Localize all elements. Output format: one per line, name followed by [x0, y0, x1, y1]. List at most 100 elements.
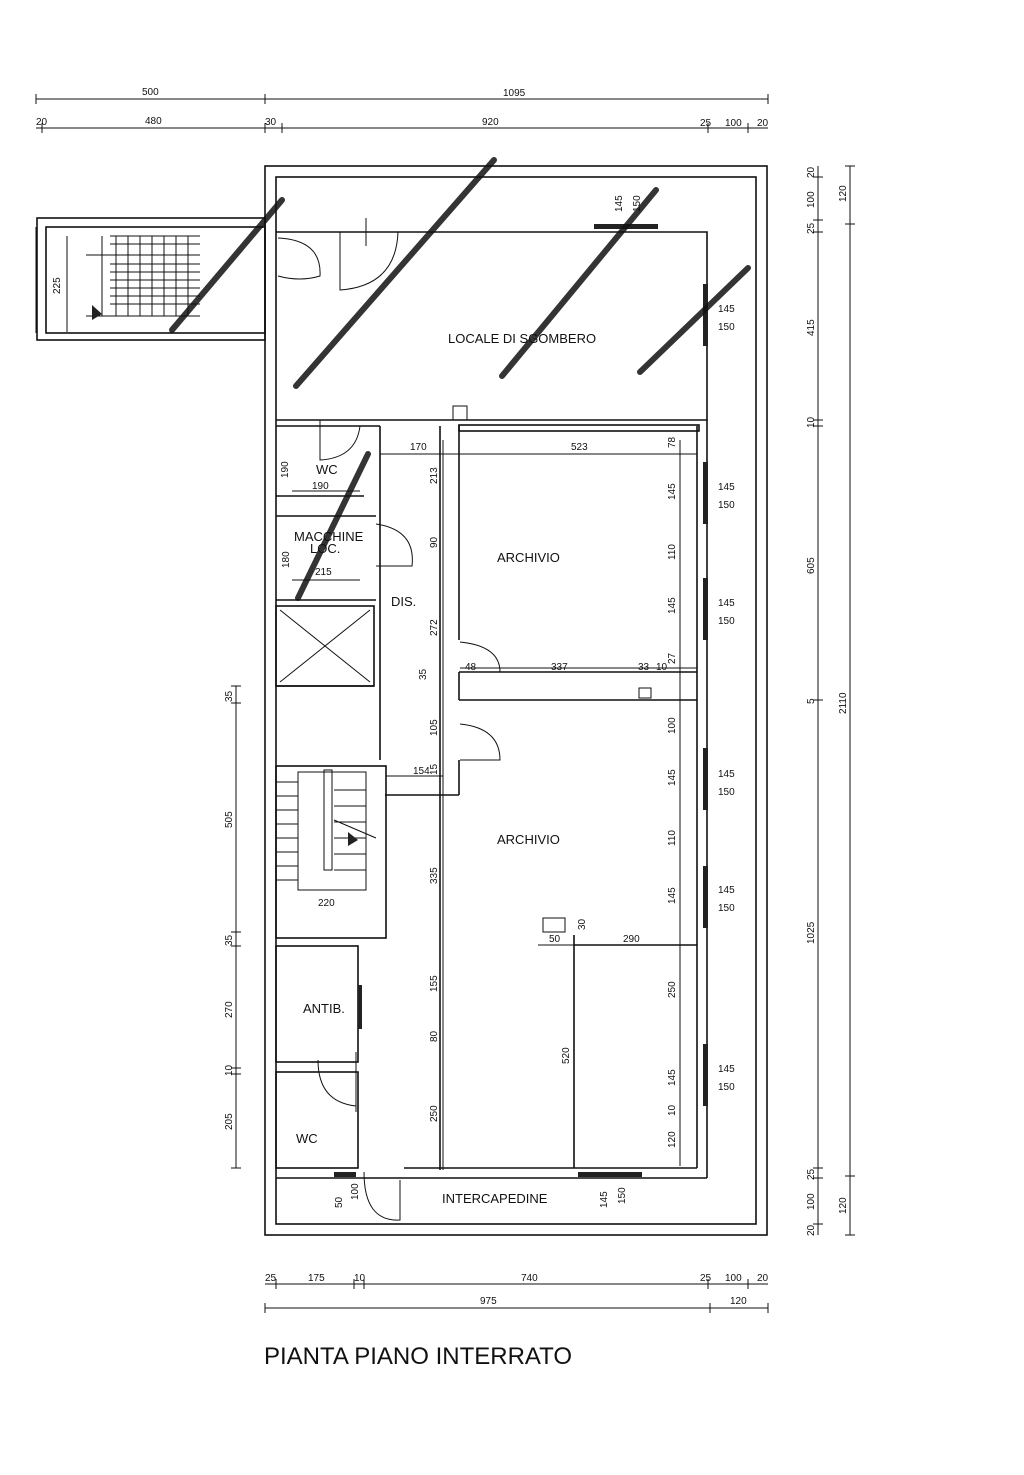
window-2-b: 150	[718, 500, 735, 511]
room-labels: LOCALE DI SGOMBERO WC MACCHINE LOC. DIS.…	[294, 331, 596, 1206]
dim-left-225: 225	[52, 277, 63, 294]
dim-105: 105	[429, 719, 440, 736]
dim-b-100: 100	[350, 1183, 361, 1200]
dim-top-25: 25	[700, 118, 712, 129]
dim-right-100b: 100	[806, 1193, 817, 1210]
dim-top-480: 480	[145, 116, 162, 127]
dim-right-120b: 120	[838, 1197, 849, 1214]
room-archivio-top: ARCHIVIO	[497, 550, 560, 565]
window-6-a: 145	[718, 1064, 735, 1075]
dim-bottom-975: 975	[480, 1296, 497, 1307]
room-intercapedine: INTERCAPEDINE	[442, 1191, 548, 1206]
dim-macch-h: 180	[281, 551, 292, 568]
window-4-b: 150	[718, 787, 735, 798]
dim-10: 10	[656, 662, 668, 673]
dim-v-100: 100	[667, 717, 678, 734]
dim-wc-top-w: 190	[312, 481, 329, 492]
dim-v-145b: 145	[667, 597, 678, 614]
dim-520: 520	[561, 1047, 572, 1064]
dim-35: 35	[418, 668, 429, 680]
plan-title: PIANTA PIANO INTERRATO	[264, 1343, 572, 1370]
top-dimensions: 500 1095 20 480 30 920 25 100 20	[35, 87, 769, 133]
dim-bottom-175: 175	[308, 1273, 325, 1284]
room-locale-sgombero: LOCALE DI SGOMBERO	[448, 331, 596, 346]
dim-bottom-10: 10	[354, 1273, 366, 1284]
dim-left-505: 505	[224, 811, 235, 828]
dim-170: 170	[410, 442, 427, 453]
dim-v-145c: 145	[667, 769, 678, 786]
dim-v-110a: 110	[667, 544, 678, 560]
dim-220: 220	[318, 898, 335, 909]
dim-v-10: 10	[667, 1104, 678, 1116]
dim-v-145d: 145	[667, 887, 678, 904]
dim-left-35b: 35	[224, 934, 235, 946]
window-3-b: 150	[718, 616, 735, 627]
dim-top-500: 500	[142, 87, 159, 98]
window-2-a: 145	[718, 482, 735, 493]
left-dimensions: 225 35 505 35 270 10 205	[35, 227, 241, 1169]
dim-33: 33	[638, 662, 650, 673]
dim-bottom-120: 120	[730, 1296, 747, 1307]
dim-154: 154	[413, 766, 430, 777]
window-3-a: 145	[718, 598, 735, 609]
dim-bottom-25b: 25	[700, 1273, 712, 1284]
scribble-marks	[169, 157, 751, 601]
dim-top-20a: 20	[36, 117, 48, 128]
dim-left-10: 10	[224, 1064, 235, 1076]
staircase-top	[66, 235, 200, 332]
dim-right-415: 415	[806, 319, 817, 336]
dim-523: 523	[571, 442, 588, 453]
dim-left-205: 205	[224, 1113, 235, 1130]
dim-v-145e: 145	[667, 1069, 678, 1086]
dim-b-50: 50	[334, 1196, 345, 1208]
dim-213: 213	[429, 467, 440, 484]
dim-right-20b: 20	[806, 1224, 817, 1236]
dim-250-left: 250	[429, 1105, 440, 1122]
dim-right-25b: 25	[806, 1168, 817, 1180]
dim-v-110b: 110	[667, 830, 678, 846]
interior-dimension-lines	[292, 440, 697, 1170]
doors	[277, 218, 501, 1221]
dim-top-100: 100	[725, 118, 742, 129]
window-5-b: 150	[718, 903, 735, 914]
dim-30: 30	[577, 918, 588, 930]
room-wc-top: WC	[316, 462, 338, 477]
dim-top-920: 920	[482, 117, 499, 128]
dim-right-20a: 20	[806, 166, 817, 178]
dim-right-5: 5	[806, 698, 817, 704]
dim-t-150: 150	[632, 195, 643, 212]
interior-dimensions: 190 190 180 215 170 523 78 213 90 272 35…	[280, 195, 678, 1208]
window-5-a: 145	[718, 885, 735, 896]
dim-b-145: 145	[599, 1191, 610, 1208]
dim-right-605: 605	[806, 557, 817, 574]
dim-bottom-740: 740	[521, 1273, 538, 1284]
dim-80: 80	[429, 1030, 440, 1042]
window-4-a: 145	[718, 769, 735, 780]
dim-337: 337	[551, 662, 568, 673]
dim-bottom-100: 100	[725, 1273, 742, 1284]
dim-v-120: 120	[667, 1131, 678, 1148]
window-1-b: 150	[718, 322, 735, 333]
staircase-bottom	[276, 769, 377, 881]
dim-wc-top-h: 190	[280, 461, 291, 478]
dim-27: 27	[667, 652, 678, 664]
dim-bottom-25a: 25	[265, 1273, 277, 1284]
dim-48: 48	[465, 662, 477, 673]
dim-right-10: 10	[806, 416, 817, 428]
dim-155: 155	[429, 975, 440, 992]
room-antib: ANTIB.	[303, 1001, 345, 1016]
dim-right-120a: 120	[838, 185, 849, 202]
dim-b-150: 150	[617, 1187, 628, 1204]
dim-bottom-20: 20	[757, 1273, 769, 1284]
dim-335: 335	[429, 867, 440, 884]
dim-15: 15	[429, 763, 440, 775]
dim-272: 272	[429, 619, 440, 636]
dim-right-1025: 1025	[806, 921, 817, 944]
dim-right-100a: 100	[806, 191, 817, 208]
dim-left-270: 270	[224, 1001, 235, 1018]
dim-t-145: 145	[614, 195, 625, 212]
dim-50: 50	[549, 934, 561, 945]
bottom-dimensions: 25 175 10 740 25 100 20 975 120	[264, 1273, 769, 1313]
dim-top-30: 30	[265, 117, 277, 128]
